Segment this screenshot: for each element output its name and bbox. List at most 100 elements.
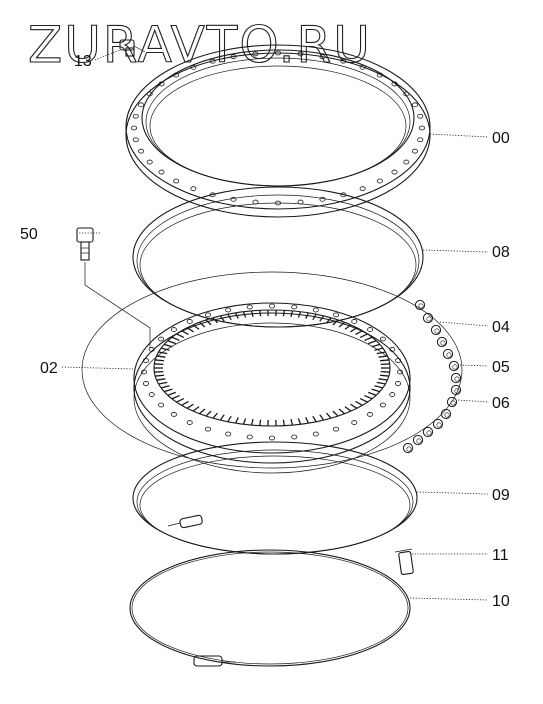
bolt-hole — [146, 159, 153, 165]
leader-lines — [61, 49, 489, 601]
bolt-hole — [359, 186, 366, 192]
bearing-ball — [432, 418, 444, 430]
seal-ring-part-09 — [132, 441, 418, 555]
gear-tooth — [332, 410, 339, 417]
label-part-02: 02 — [40, 360, 58, 377]
gear-tooth — [160, 347, 170, 351]
bolt-hole — [230, 54, 237, 60]
label-part-04: 04 — [492, 319, 510, 336]
gear-tooth — [305, 417, 310, 424]
gear-tooth — [359, 333, 368, 339]
bolt-hole — [146, 91, 153, 97]
gear-tooth — [332, 319, 339, 326]
bolt-hole — [319, 196, 326, 202]
gear-tooth — [176, 397, 185, 403]
bolt-hole — [391, 81, 398, 87]
bolt-hole — [138, 148, 145, 154]
gear-tooth — [205, 410, 212, 417]
bolt-hole — [411, 102, 418, 108]
label-part-10: 10 — [492, 593, 510, 610]
gear-tooth — [171, 394, 180, 400]
bearing-ball — [422, 312, 434, 324]
bolt-hole — [186, 420, 193, 425]
gear-teeth — [154, 310, 390, 426]
bolt-hole — [340, 58, 347, 64]
seal-ring-part-08 — [132, 186, 424, 328]
bolt-hole — [209, 58, 216, 64]
bearing-ball-inner — [450, 400, 456, 406]
bolt-hole — [417, 137, 424, 143]
bolt-hole — [246, 304, 253, 310]
gear-tooth — [156, 355, 166, 358]
gear-tooth — [181, 400, 189, 406]
bolt-hole — [158, 402, 165, 408]
bolt-hole — [190, 186, 197, 192]
bolt-hole — [332, 426, 339, 432]
bolt-hole — [396, 369, 403, 375]
gear-tooth — [379, 374, 389, 377]
gear-tooth — [155, 374, 165, 377]
label-part-11: 11 — [492, 547, 509, 564]
bolt-hole — [132, 113, 139, 119]
gear-tooth — [282, 419, 285, 426]
bearing-ball-inner — [426, 430, 432, 436]
gear-tooth — [368, 340, 377, 345]
gear-tooth — [338, 408, 346, 415]
bolt-hole — [190, 64, 197, 70]
gear-tooth — [297, 418, 302, 425]
gear-tooth — [374, 347, 384, 351]
gear-tooth — [376, 381, 386, 385]
bolt-hole — [391, 169, 398, 175]
gear-tooth — [164, 388, 173, 393]
gear-tooth — [242, 418, 247, 425]
bolt-hole — [367, 327, 374, 332]
gear-tooth — [219, 315, 225, 322]
bearing-ball-inner — [454, 388, 460, 394]
gear-tooth — [158, 351, 168, 355]
gear-tooth — [250, 310, 254, 317]
bearing-ball-inner — [446, 352, 452, 358]
bolt-hole — [158, 336, 165, 342]
gear-tooth — [219, 414, 225, 421]
gear-tooth — [326, 317, 332, 324]
gear-tooth — [227, 313, 232, 321]
label-part-50: 50 — [20, 226, 38, 243]
bearing-ball — [442, 348, 454, 360]
label-part-08: 08 — [492, 244, 510, 261]
bolt-hole — [312, 307, 319, 313]
bolt-hole — [142, 358, 149, 363]
gear-tooth — [186, 403, 194, 409]
gear-tooth — [368, 391, 377, 396]
gear-tooth — [259, 419, 262, 426]
gear-tooth — [227, 415, 232, 423]
bearing-ball — [412, 434, 424, 446]
bolt-hole — [132, 137, 139, 143]
gear-tooth — [171, 336, 180, 342]
gear-tooth — [374, 385, 384, 389]
bearing-ball-inner — [444, 412, 450, 418]
label-part-06: 06 — [492, 395, 510, 412]
bearing-ball — [450, 384, 462, 396]
bolt-hole — [379, 336, 386, 342]
gear-tooth — [344, 324, 352, 330]
gear-tooth — [234, 312, 239, 319]
gear-tooth — [371, 343, 380, 348]
bolt-hole — [225, 307, 232, 313]
gear-tooth — [290, 419, 294, 426]
bearing-ball-inner — [416, 438, 422, 444]
gear-tooth — [250, 419, 254, 426]
bolt-hole — [230, 196, 237, 202]
gear-tooth — [181, 330, 189, 336]
gear-tooth — [364, 394, 373, 400]
bolt-hole — [389, 392, 396, 397]
bearing-ball — [402, 442, 414, 454]
gear-tooth — [350, 327, 358, 333]
bearing-ball — [422, 426, 434, 438]
bolt-hole — [246, 434, 253, 440]
bolt-hole — [140, 369, 147, 375]
fitting-part-13 — [119, 39, 146, 57]
bolt-hole — [268, 435, 275, 441]
bolt-part-50 — [76, 227, 151, 348]
gear-tooth — [319, 315, 325, 322]
gear-tooth — [371, 388, 380, 393]
